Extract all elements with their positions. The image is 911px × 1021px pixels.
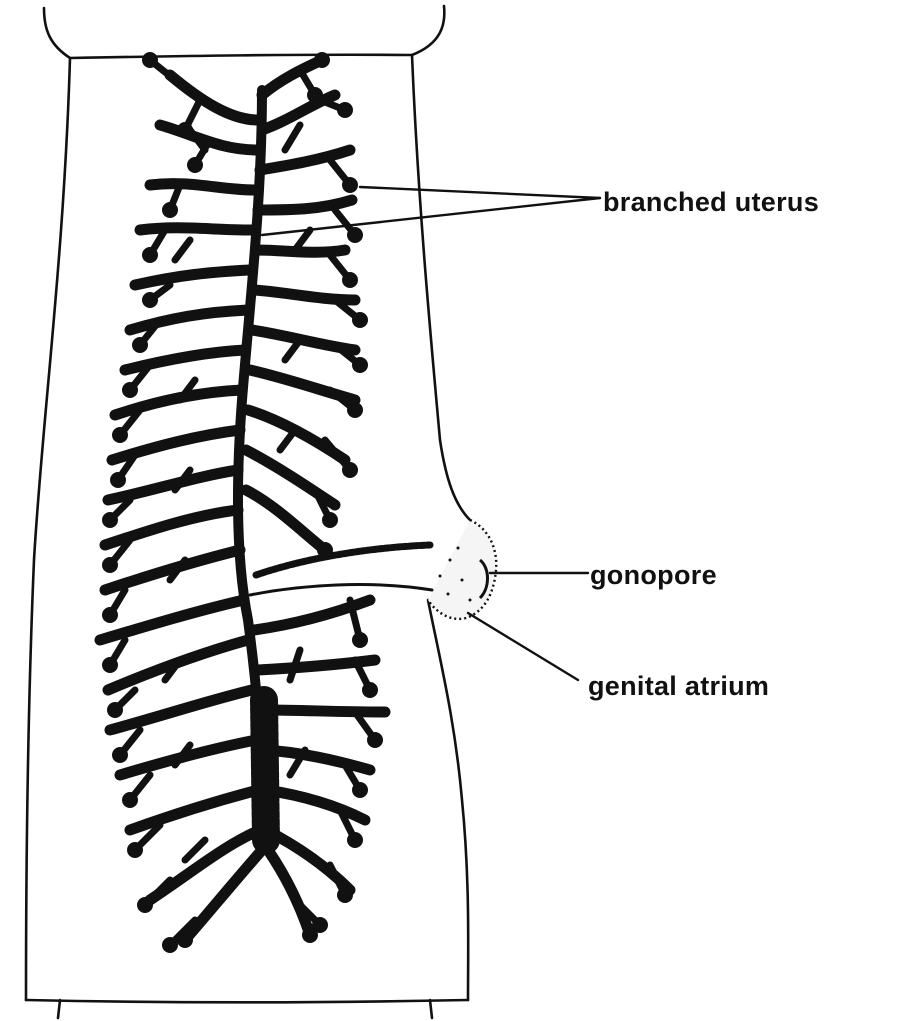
segment-bottom-border — [26, 1000, 468, 1002]
segment-right-border-lower — [428, 600, 468, 1000]
genital-ducts — [250, 545, 432, 595]
vas-deferens — [256, 545, 430, 575]
uterus-lower-stem — [264, 700, 266, 840]
branched-uterus-leader-upper — [360, 187, 600, 198]
genital-atrium-shape — [428, 520, 496, 619]
upper-segment-left-edge — [44, 8, 70, 58]
lower-segment-right-edge — [430, 1000, 432, 1018]
label-genital-atrium: genital atrium — [588, 671, 769, 702]
lower-segment-left-edge — [58, 1000, 60, 1018]
segment-right-border-upper — [412, 55, 470, 520]
label-branched-uterus: branched uterus — [603, 187, 819, 218]
segment-left-border — [26, 58, 70, 1000]
branched-uterus-shape — [100, 52, 385, 953]
genital-atrium-leader — [468, 613, 578, 680]
upper-segment-right-edge — [412, 6, 444, 55]
label-gonopore: gonopore — [590, 560, 717, 591]
segment-top-border — [70, 55, 412, 58]
vagina-duct — [250, 585, 432, 595]
